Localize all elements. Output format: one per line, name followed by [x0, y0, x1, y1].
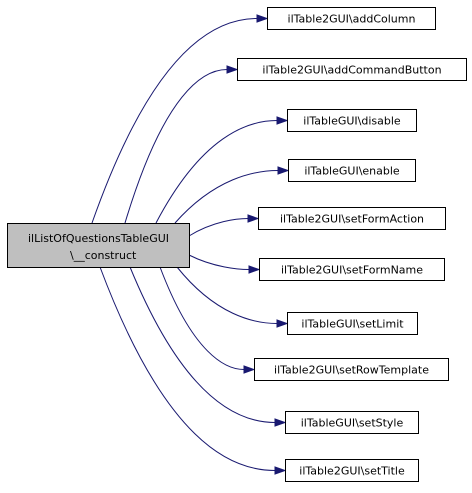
target-node-box: [254, 358, 449, 381]
target-node-label: ilTable2GUI\setFormAction: [280, 213, 424, 226]
target-node-iltable2gui-setformaction[interactable]: ilTable2GUI\setFormAction: [258, 207, 446, 230]
target-node-box: [287, 109, 417, 132]
edge-to-iltable2gui-setformaction: [188, 218, 249, 237]
target-node-label: ilTable2GUI\setTitle: [299, 465, 405, 478]
edge-to-iltablegui-setstyle: [129, 266, 276, 423]
target-node-box: [237, 58, 467, 81]
target-node-iltablegui-enable[interactable]: ilTableGUI\enable: [288, 159, 416, 182]
arrowhead-iltable2gui-setrowtemplate: [243, 365, 256, 374]
target-node-label: ilTable2GUI\setFormName: [281, 264, 423, 277]
target-node-box: [259, 258, 445, 281]
edge-to-iltablegui-setlimit: [176, 266, 278, 324]
target-node-label: ilTable2GUI\setRowTemplate: [274, 364, 429, 377]
arrowhead-iltablegui-setstyle: [274, 418, 287, 427]
arrowhead-iltable2gui-addcolumn: [256, 14, 269, 23]
target-node-iltable2gui-settitle[interactable]: ilTable2GUI\setTitle: [285, 459, 419, 482]
target-node-label: ilTable2GUI\addColumn: [288, 13, 416, 26]
target-node-label: ilTableGUI\setStyle: [301, 417, 404, 430]
edge-to-iltable2gui-settitle: [99, 266, 276, 471]
edge-to-iltable2gui-addcommandbutton: [124, 69, 228, 224]
target-node-label: ilTableGUI\enable: [304, 165, 400, 178]
edge-to-iltable2gui-addcolumn: [91, 18, 258, 224]
target-node-iltable2gui-addcommandbutton[interactable]: ilTable2GUI\addCommandButton: [237, 58, 467, 81]
arrowhead-iltablegui-setlimit: [276, 319, 289, 328]
call-edges: [91, 14, 290, 475]
arrowhead-iltable2gui-setformaction: [247, 214, 260, 223]
arrowhead-iltablegui-disable: [276, 116, 289, 125]
arrowhead-iltable2gui-setformname: [248, 265, 261, 274]
call-nodes: ilListOfQuestionsTableGUI \__construct ilT…: [7, 7, 467, 482]
arrowhead-iltable2gui-addcommandbutton: [226, 65, 239, 74]
edge-to-iltablegui-disable: [155, 120, 278, 224]
target-node-label: ilTableGUI\disable: [303, 115, 401, 128]
target-node-box: [288, 159, 416, 182]
source-node-label-line2: \__construct: [70, 249, 137, 262]
arrowhead-iltablegui-enable: [277, 166, 290, 175]
target-node-box: [267, 7, 436, 30]
edge-to-iltable2gui-setformname: [188, 254, 250, 270]
target-node-iltable2gui-addcolumn[interactable]: ilTable2GUI\addColumn: [267, 7, 436, 30]
target-node-iltablegui-setstyle[interactable]: ilTableGUI\setStyle: [285, 411, 419, 434]
edge-to-iltablegui-enable: [174, 170, 279, 224]
target-node-box: [285, 411, 419, 434]
target-node-box: [258, 207, 446, 230]
target-node-label: ilTable2GUI\addCommandButton: [262, 64, 441, 77]
arrowhead-iltable2gui-settitle: [274, 466, 287, 475]
target-node-box: [287, 312, 418, 335]
source-node[interactable]: ilListOfQuestionsTableGUI \__construct: [7, 223, 190, 268]
source-node-box: [7, 223, 190, 268]
target-node-iltable2gui-setrowtemplate[interactable]: ilTable2GUI\setRowTemplate: [254, 358, 449, 381]
target-node-iltablegui-setlimit[interactable]: ilTableGUI\setLimit: [287, 312, 418, 335]
target-node-label: ilTableGUI\setLimit: [301, 318, 404, 331]
source-node-label-line1: ilListOfQuestionsTableGUI: [28, 232, 169, 245]
target-node-iltablegui-disable[interactable]: ilTableGUI\disable: [287, 109, 417, 132]
target-node-box: [285, 459, 419, 482]
edge-to-iltable2gui-setrowtemplate: [159, 266, 245, 370]
target-node-iltable2gui-setformname[interactable]: ilTable2GUI\setFormName: [259, 258, 445, 281]
